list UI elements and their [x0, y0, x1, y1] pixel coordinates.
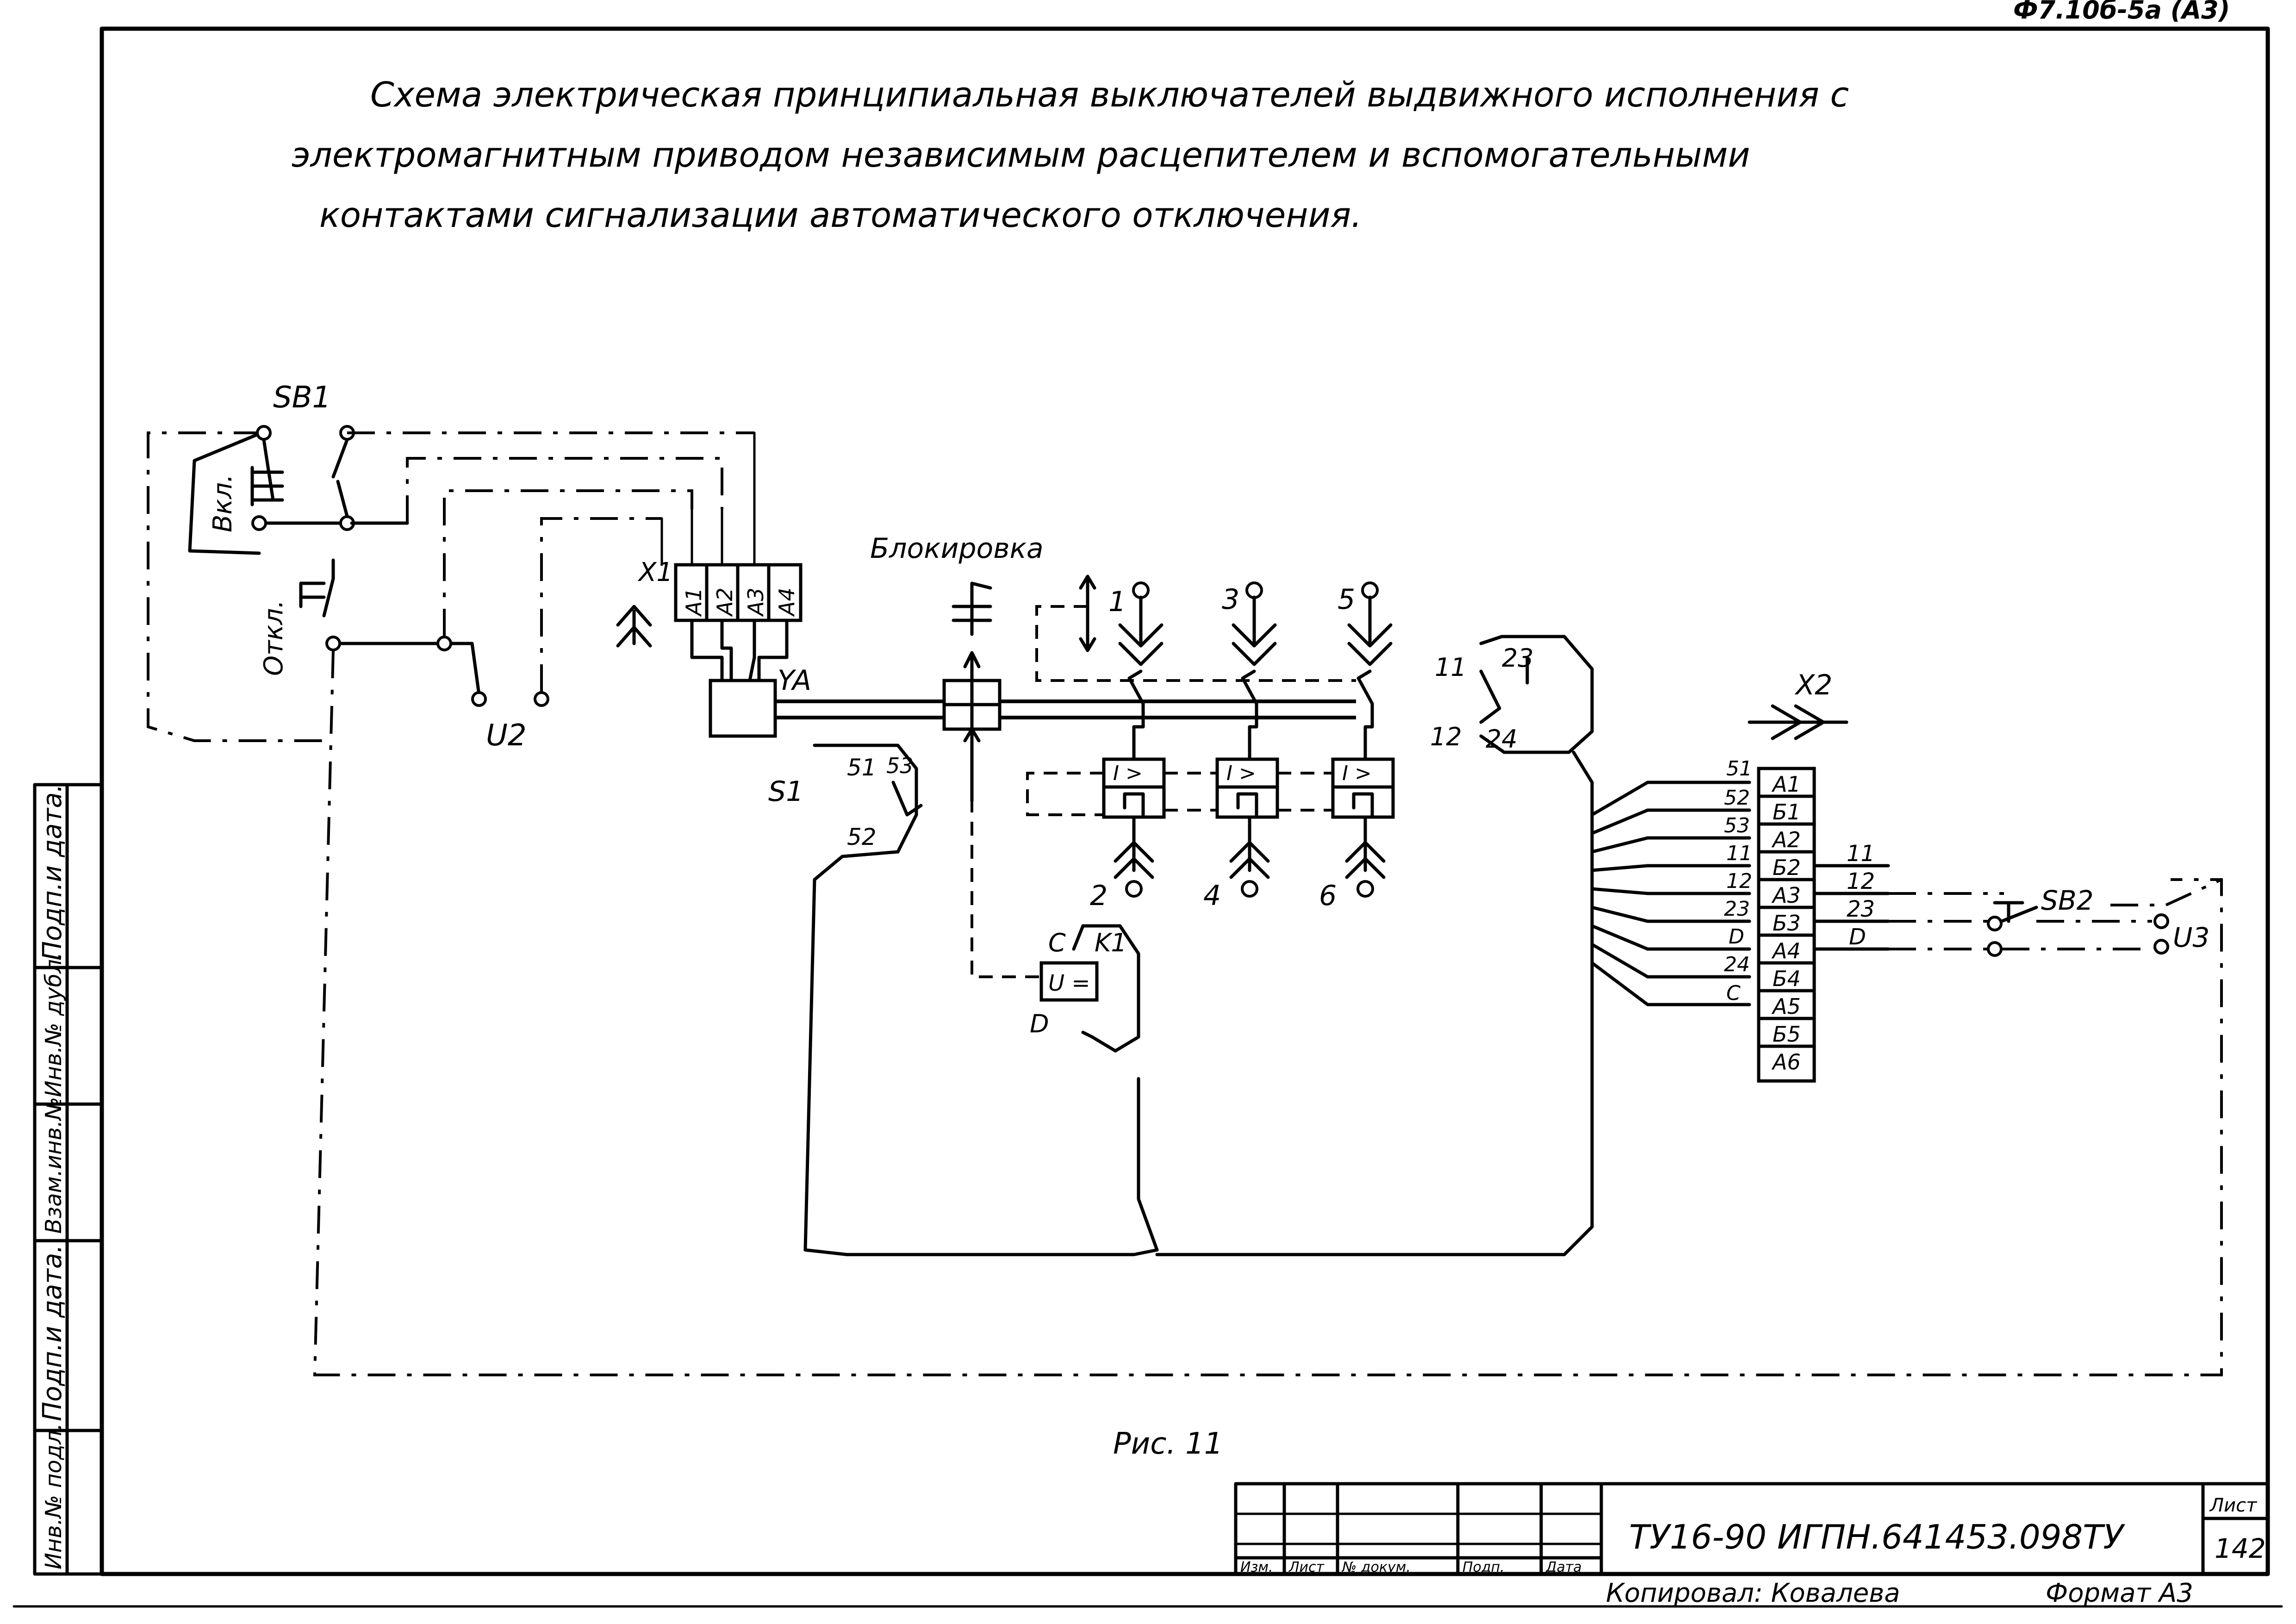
blokirovka-label: Блокировка [870, 532, 1044, 565]
x2-terminal-a4: A4 [1771, 938, 1801, 963]
pole-3: 3 I > 4 [1203, 581, 1279, 912]
x2-terminal-b1: Б1 [1773, 800, 1801, 824]
pole-5-label: 5 [1338, 583, 1355, 616]
s1-auxiliary-switch: S1 51 53 52 [768, 743, 1594, 1256]
x2-terminal-b4: Б4 [1773, 966, 1801, 991]
main-poles: 1 I > 2 3 I > 4 5 [1026, 581, 1395, 912]
aux-contact-block: 11 23 12 24 [1430, 635, 1594, 754]
x1-terminal-a2: A2 [712, 587, 737, 617]
x2-terminal-b5: Б5 [1773, 1022, 1801, 1047]
k1-c-label: C [1048, 928, 1066, 957]
s1-label: S1 [768, 775, 803, 808]
aux-12-label: 12 [1430, 722, 1462, 751]
side-stamp: Подп.и дата. Инв.№ дубл. Взам.инв.№ Подп… [33, 783, 104, 1576]
pole-3-label: 3 [1222, 583, 1239, 616]
document-designation: ТУ16-90 ИГПН.641453.098ТУ [1629, 1518, 2125, 1556]
x2-terminal-a5: A5 [1771, 994, 1801, 1019]
title-block-header-doc: № докум. [1341, 1559, 1411, 1575]
title-block: Изм. Лист № докум. Подп. Дата ТУ16-90 ИГ… [1234, 1482, 2270, 1608]
sb1-control-station: SB1 Вкл. Откл. U2 [147, 381, 2223, 1376]
x2-terminal-b3: Б3 [1773, 911, 1801, 936]
x1-terminal-a4: A4 [774, 587, 799, 617]
copied-by: Копировал: Ковалева [1606, 1578, 1900, 1608]
figure-caption: Рис. 11 [1113, 1427, 1223, 1461]
pole-4-label: 4 [1203, 880, 1221, 912]
stamp-sign-date-2: Подп.и дата. [37, 1245, 68, 1421]
u2-label: U2 [486, 718, 527, 753]
pole-1-relay: I > [1113, 762, 1143, 785]
x1-terminal-a3: A3 [743, 587, 768, 617]
wire-11: 11 [1726, 842, 1752, 865]
wire-52: 52 [1724, 786, 1750, 810]
wire-53: 53 [1724, 814, 1750, 837]
pole-5-relay: I > [1342, 762, 1372, 785]
wire-51: 51 [1726, 757, 1752, 781]
pole-2-label: 2 [1090, 880, 1108, 912]
sheet-number: 142 [2215, 1533, 2266, 1564]
pole-5: 5 I > 6 [1319, 581, 1395, 912]
pole-3-relay: I > [1226, 762, 1256, 785]
wire-23: 23 [1724, 897, 1750, 921]
wire-d: D [1729, 925, 1744, 949]
title-block-header-date: Дата [1545, 1559, 1582, 1575]
wire-c: C [1726, 981, 1741, 1005]
x2-terminal-a1: A1 [1771, 772, 1801, 797]
aux-24-label: 24 [1486, 725, 1518, 754]
x1-label: X1 [637, 557, 673, 587]
stamp-dup-inv: Инв.№ дубл. [41, 952, 67, 1097]
pole-1: 1 I > 2 [1090, 581, 1166, 912]
vkl-label: Вкл. [208, 474, 238, 532]
x1-terminal-a1: A1 [681, 587, 706, 617]
x2-wiring: 51 52 53 11 12 23 D 24 C [1590, 757, 1752, 1006]
k1-label: K1 [1095, 928, 1127, 957]
x2-terminal-b2: Б2 [1773, 855, 1801, 880]
title-line-3: контактами сигнализации автоматического … [319, 195, 1362, 235]
out-wire-11: 11 [1847, 841, 1875, 867]
paper-format: Формат А3 [2046, 1578, 2193, 1608]
title-block-header-izm: Изм. [1240, 1559, 1273, 1575]
sb2-output-circuit: 11 12 23 D SB2 U3 [1812, 841, 2222, 957]
s1-contact-52: 52 [847, 824, 877, 850]
title-block-header-list: Лист [1288, 1559, 1325, 1575]
x2-terminal-a6: A6 [1771, 1049, 1801, 1074]
stamp-replace-inv: Взам.инв.№ [41, 1097, 67, 1234]
x2-terminal-a3: A3 [1771, 883, 1801, 908]
k1-d-label: D [1030, 1009, 1049, 1038]
x1-connector: X1 A1 A2 A3 A4 YA [616, 431, 811, 738]
x2-terminal-a2: A2 [1771, 827, 1801, 852]
title-line-1: Схема электрическая принципиальная выклю… [370, 75, 1849, 115]
stamp-orig-inv: Инв.№ подл. [41, 1423, 67, 1569]
x2-label: X2 [1794, 669, 1832, 701]
out-wire-12: 12 [1847, 868, 1875, 894]
pole-6-label: 6 [1319, 880, 1337, 912]
otkl-label: Откл. [259, 600, 289, 676]
wire-12: 12 [1726, 869, 1752, 893]
form-code: Ф7.10б-5а (А3) [2013, 0, 2230, 25]
k1-relay: K1 C U = D [1030, 924, 1140, 1053]
s1-contact-53: 53 [886, 753, 914, 778]
u3-label: U3 [2173, 922, 2209, 953]
sheet-label: Лист [2209, 1495, 2258, 1516]
title-block-header-sign: Подп. [1462, 1559, 1505, 1575]
wire-24: 24 [1724, 953, 1750, 976]
pole-1-label: 1 [1108, 586, 1126, 618]
k1-relay-symbol: U = [1048, 970, 1090, 996]
stamp-sign-date-1: Подп.и дата. [37, 784, 68, 961]
out-wire-d: D [1849, 924, 1866, 950]
s1-contact-51: 51 [847, 754, 877, 781]
aux-11-label: 11 [1435, 653, 1467, 682]
mechanical-shaft: Блокировка [775, 532, 1356, 978]
ya-label: YA [778, 664, 811, 697]
out-wire-23: 23 [1847, 896, 1875, 922]
sb2-label: SB2 [2041, 885, 2094, 916]
title-line-2: электромагнитным приводом независимым ра… [292, 135, 1750, 175]
x2-terminal-block: X2 A1 Б1 A2 Б2 A3 Б3 A4 Б4 A5 Б5 A6 [1748, 669, 1848, 1083]
sb1-label: SB1 [273, 381, 331, 415]
